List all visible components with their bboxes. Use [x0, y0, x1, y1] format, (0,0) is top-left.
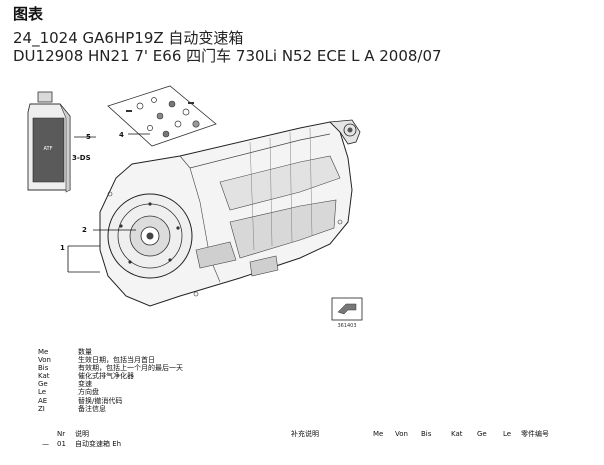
legend-row: Le 方向盘	[38, 388, 183, 396]
legend-code: ZI	[38, 404, 45, 413]
legend-code: Le	[38, 388, 47, 397]
legend-code: Von	[38, 356, 51, 365]
legend-code: Kat	[38, 372, 50, 381]
callout-1[interactable]: 1	[60, 244, 65, 252]
legend-desc: 替换/撤消代码	[78, 396, 123, 405]
oil-bottle-illustration[interactable]: ATF	[27, 91, 71, 193]
col-header-description: 说明	[75, 430, 89, 438]
transmission-illustration[interactable]	[99, 119, 361, 307]
seal-kit-illustration[interactable]	[107, 85, 217, 147]
legend-desc: 有效期，包括上一个月的最后一天	[78, 364, 183, 373]
legend-code: Me	[38, 348, 49, 356]
callout-2[interactable]: 2	[82, 226, 87, 234]
legend-row: Ge 变速	[38, 380, 183, 388]
callout-3ds[interactable]: 3-DS	[72, 154, 91, 162]
row-marker: —	[42, 440, 49, 448]
legend-code: Ge	[38, 380, 48, 389]
image-number: 361403	[337, 323, 356, 329]
row-description-link[interactable]: 自动变速箱 Eh	[75, 440, 122, 448]
legend-desc: 生效日期，包括当月首日	[78, 356, 155, 365]
col-header-le: Le	[503, 430, 512, 438]
diagram-group-title: 24_1024 GA6HP19Z 自动变速箱	[13, 29, 244, 47]
legend: Me 数量 Von 生效日期，包括当月首日 Bis 有效期，包括上一个月的最后一天 K…	[38, 348, 183, 413]
legend-row: Me 数量	[38, 348, 183, 356]
legend-row: Kat 催化式排气净化器	[38, 372, 183, 380]
legend-row: ZI 备注信息	[38, 405, 183, 413]
col-header-part-number: 零件编号	[521, 430, 549, 438]
legend-desc: 备注信息	[78, 404, 106, 413]
legend-code: AE	[38, 396, 48, 405]
parts-diagram[interactable]: ATF	[0, 82, 604, 344]
legend-row: Von 生效日期，包括当月首日	[38, 356, 183, 364]
col-header-me: Me	[373, 430, 384, 438]
callout-5[interactable]: 5	[86, 133, 91, 141]
legend-desc: 变速	[78, 380, 92, 389]
col-header-ge: Ge	[477, 430, 487, 438]
legend-row: AE 替换/撤消代码	[38, 397, 183, 405]
col-header-supplement: 补充说明	[291, 430, 319, 438]
col-header-nr: Nr	[57, 430, 66, 438]
callout-4[interactable]: 4	[119, 131, 124, 139]
legend-desc: 方向盘	[78, 388, 99, 397]
legend-row: Bis 有效期，包括上一个月的最后一天	[38, 364, 183, 372]
col-header-kat: Kat	[451, 430, 463, 438]
col-header-von: Von	[395, 430, 408, 438]
image-reference-box: 361403	[331, 297, 363, 329]
legend-desc: 数量	[78, 348, 92, 356]
row-nr: 01	[57, 440, 66, 448]
col-header-bis: Bis	[421, 430, 432, 438]
oil-bottle-label: ATF	[44, 146, 53, 152]
page-title: 图表	[13, 5, 44, 23]
legend-desc: 催化式排气净化器	[78, 372, 134, 381]
vehicle-description: DU12908 HN21 7' E66 四门车 730Li N52 ECE L …	[13, 47, 442, 65]
legend-code: Bis	[38, 364, 49, 373]
